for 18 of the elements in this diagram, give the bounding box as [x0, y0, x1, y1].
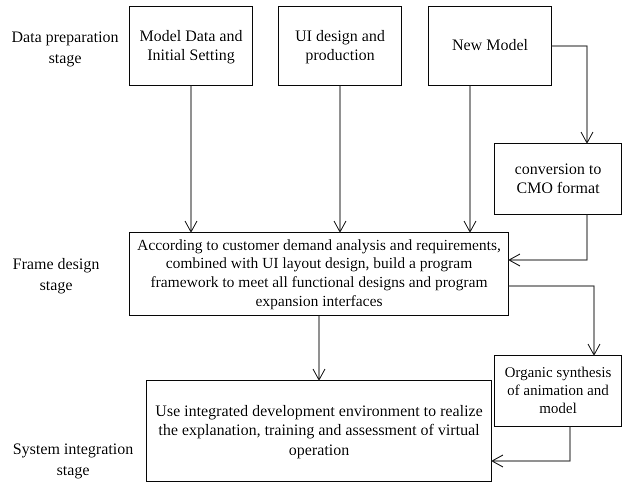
arrow	[508, 214, 588, 266]
stage-label: Data preparation stage	[10, 28, 120, 69]
arrow	[184, 86, 198, 232]
process-box: Model Data and Initial Setting	[129, 6, 253, 86]
arrow	[552, 46, 594, 144]
stage-label: System integration stage	[12, 440, 134, 481]
process-box: conversion to CMO format	[494, 143, 622, 215]
process-box: UI design and production	[278, 6, 402, 86]
arrow	[464, 86, 476, 232]
process-box: Use integrated development environment to realize the explanation, training and assessment of virtual operation	[146, 380, 492, 482]
arrow	[508, 286, 600, 356]
process-box: Organic synthesis of animation and model	[494, 355, 622, 427]
stage-label: Frame design stage	[12, 255, 100, 296]
arrow	[312, 316, 326, 380]
arrow	[334, 86, 346, 232]
process-box: According to customer demand analysis and requirements, combined with UI layout design, build a program framework to meet all functional designs and program expansion interfaces	[129, 232, 509, 316]
arrow	[492, 426, 570, 468]
process-box: New Model	[428, 6, 552, 86]
